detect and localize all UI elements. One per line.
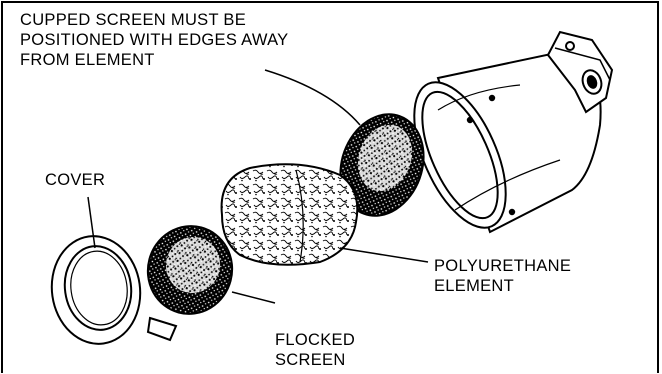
leader-cupped-screen bbox=[265, 70, 360, 125]
label-line: COVER bbox=[45, 170, 105, 190]
leader-flocked-screen bbox=[232, 292, 275, 303]
label-line: POSITIONED WITH EDGES AWAY bbox=[20, 30, 288, 50]
polyurethane-element bbox=[222, 164, 358, 264]
label-line: CUPPED SCREEN MUST BE bbox=[20, 10, 288, 30]
label-line: FROM ELEMENT bbox=[20, 50, 288, 70]
air-cleaner-housing bbox=[395, 32, 612, 241]
leader-polyurethane bbox=[340, 248, 428, 262]
label-cover: COVER bbox=[45, 170, 105, 190]
label-polyurethane-element: POLYURETHANE ELEMENT bbox=[434, 256, 571, 296]
label-line: ELEMENT bbox=[434, 276, 571, 296]
label-line: FLOCKED bbox=[275, 330, 355, 350]
label-line: SCREEN bbox=[275, 350, 355, 370]
label-cupped-screen: CUPPED SCREEN MUST BE POSITIONED WITH ED… bbox=[20, 10, 288, 70]
label-flocked-screen: FLOCKED SCREEN bbox=[275, 330, 355, 370]
label-line: POLYURETHANE bbox=[434, 256, 571, 276]
